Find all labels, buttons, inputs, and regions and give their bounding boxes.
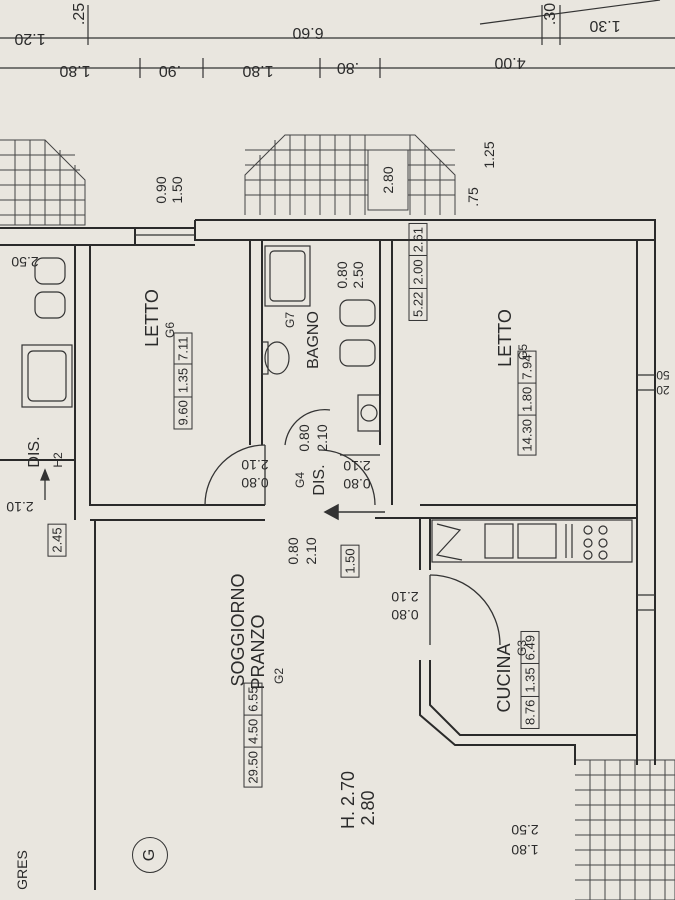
- dis-dim-b: 2.10: [314, 424, 330, 452]
- left-frag-1: 2.50: [11, 254, 39, 270]
- window-dim-5: 1.25: [481, 141, 497, 169]
- dim-top-5: 1.30: [589, 17, 621, 34]
- g5-area: 14.30: [519, 419, 535, 452]
- right-dim-1: 50: [656, 368, 670, 382]
- room-code-h2: H2: [51, 452, 65, 468]
- dim-top-3: 6.60: [292, 24, 324, 41]
- bagno-v2: 2.00: [409, 256, 427, 289]
- g2-ratio: 4.50: [244, 715, 262, 749]
- dim-top-4: .30: [542, 2, 559, 26]
- bottom-tiles: [575, 759, 675, 900]
- window-dim-2: 1.50: [169, 176, 185, 204]
- g2-area: 29.50: [245, 751, 261, 784]
- dim-2-5: 4.00: [494, 54, 526, 71]
- room-name-soggiorno: SOGGIORNO: [228, 573, 248, 687]
- dim-2-1: 1.80: [59, 62, 91, 79]
- windows: [135, 234, 655, 611]
- room-values-g2: 29.50 4.50 6.55: [243, 682, 263, 788]
- height-sub: 2.80: [358, 790, 378, 826]
- room-values-g6: 9.60 1.35 7.11: [173, 332, 193, 430]
- bottom-dim-1: 2.50: [511, 822, 539, 838]
- room-values-g5: 14.30 1.80 7.94: [517, 350, 537, 456]
- grid-marker-g: G: [132, 837, 168, 873]
- bagno-v1: 5.22: [410, 291, 426, 317]
- door-l5-b: 2.10: [343, 458, 371, 474]
- room-code-g2: G2: [272, 667, 286, 685]
- entry-dim-a: 0.80: [285, 537, 301, 565]
- dis-h2-box: 2.45: [47, 523, 67, 557]
- entry-arrow: [323, 503, 385, 521]
- left-frag-2: 2.10: [6, 499, 34, 515]
- room-name-pranzo: PRANZO: [248, 614, 268, 690]
- dim-2-3: 1.80: [242, 62, 274, 79]
- dim-top-2: .25: [71, 2, 88, 26]
- bagno-dim-b: 2.50: [350, 261, 366, 289]
- door-swings: [204, 409, 501, 646]
- g5-ratio: 1.80: [518, 383, 536, 417]
- dis-dim-a: 0.80: [296, 424, 312, 452]
- kitchen-counter: [431, 519, 633, 563]
- dimension-lines: [0, 0, 675, 78]
- entry-dim-b: 2.10: [303, 537, 319, 565]
- room-name-dis-g4: DIS.: [311, 464, 328, 496]
- left-tiles: [0, 139, 86, 226]
- g3-ratio: 1.35: [521, 664, 539, 697]
- g3-area: 8.76: [522, 699, 538, 725]
- cucina-door-a: 0.80: [391, 607, 419, 623]
- dis-h2-value: 2.45: [49, 527, 65, 553]
- room-name-bagno: BAGNO: [305, 311, 322, 369]
- room-name-dis-h2: DIS.: [26, 436, 43, 468]
- door-l6-a: 0.80: [241, 475, 269, 491]
- g2-volume: 6.55: [244, 683, 262, 716]
- window-dim-3: 2.80: [380, 166, 396, 194]
- room-code-g7: G7: [283, 311, 297, 329]
- window-dim-1: 0.90: [153, 176, 169, 204]
- dim-2-2: .90: [158, 62, 182, 79]
- g3-volume: 6.49: [521, 632, 539, 665]
- window-dim-4: .75: [465, 187, 481, 207]
- room-name-cucina: CUCINA: [494, 643, 514, 713]
- left-frag-3: GRES: [14, 850, 30, 890]
- bagno-v3: 2.61: [409, 224, 427, 257]
- room-code-g4: G4: [293, 471, 307, 489]
- bottom-dim-2: 1.80: [511, 842, 539, 858]
- dim-2-4: .80: [336, 59, 360, 76]
- g6-ratio: 1.35: [174, 364, 192, 398]
- entry-box: 1.50: [340, 544, 360, 578]
- door-l5-a: 0.80: [343, 476, 371, 492]
- bathroom-fixtures: [21, 245, 381, 432]
- room-name-letto-g5: LETTO: [495, 309, 515, 367]
- entry-box-value: 1.50: [342, 548, 358, 574]
- balcony-tiles: [244, 134, 456, 215]
- dis-h2-arrow: [40, 468, 50, 500]
- room-values-g3: 8.76 1.35 6.49: [520, 631, 540, 729]
- dim-top-1: 1.20: [14, 30, 46, 47]
- walls: [0, 219, 656, 890]
- right-dim-2: 20: [656, 383, 670, 397]
- height-main: H. 2.70: [338, 770, 358, 830]
- g6-area: 9.60: [175, 400, 191, 426]
- bagno-dim-a: 0.80: [334, 261, 350, 289]
- g5-volume: 7.94: [518, 351, 536, 384]
- bagno-values: 5.22 2.00 2.61: [408, 223, 428, 321]
- g6-volume: 7.11: [174, 333, 192, 365]
- door-l6-b: 2.10: [241, 457, 269, 473]
- cucina-door-b: 2.10: [391, 589, 419, 605]
- room-name-letto-g6: LETTO: [142, 289, 162, 347]
